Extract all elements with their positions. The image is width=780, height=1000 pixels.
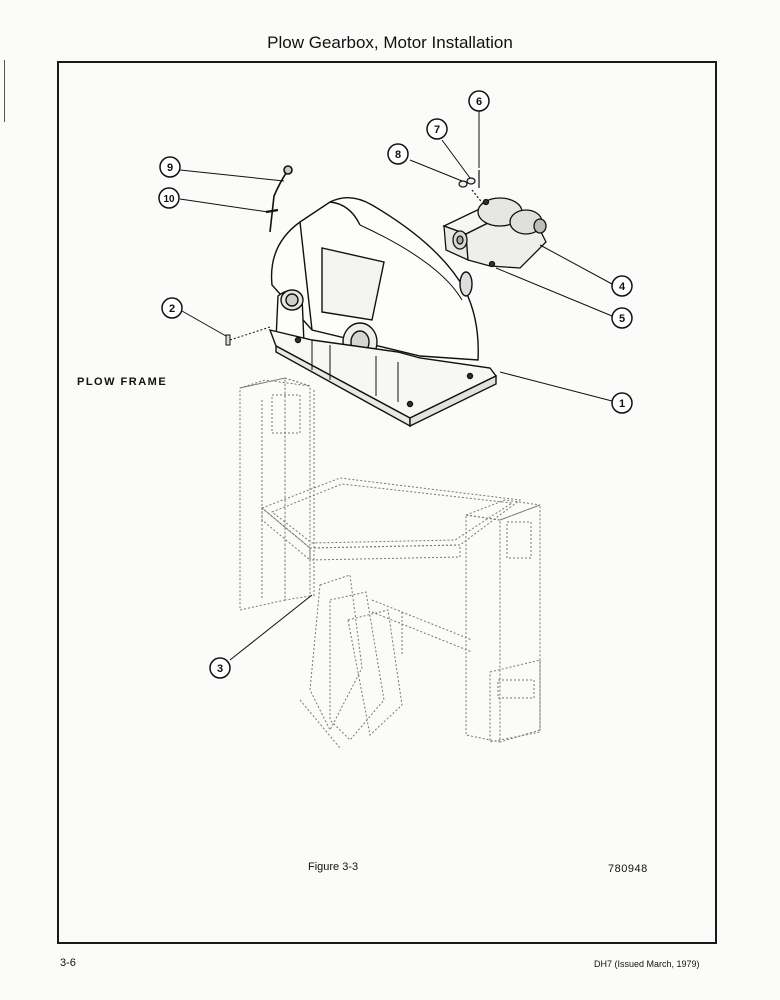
bolt-washer-stack (458, 170, 485, 206)
document-reference: DH7 (Issued March, 1979) (594, 959, 700, 969)
gearbox-housing (268, 197, 498, 428)
small-bolt (225, 326, 271, 346)
vent-tube (265, 165, 293, 233)
svg-text:7: 7 (434, 124, 440, 136)
hydraulic-motor (442, 197, 547, 269)
callout-2: 2 (161, 297, 183, 319)
callout-3: 3 (209, 657, 231, 679)
callout-5: 5 (611, 307, 633, 329)
plow-frame-label: PLOW FRAME (77, 376, 168, 388)
svg-text:6: 6 (476, 96, 482, 108)
svg-text:1: 1 (619, 398, 625, 410)
callout-6: 6 (468, 90, 490, 112)
svg-text:10: 10 (163, 194, 175, 205)
svg-text:2: 2 (169, 303, 175, 315)
svg-text:3: 3 (217, 663, 223, 675)
svg-text:4: 4 (619, 281, 626, 293)
figure-caption: Figure 3-3 (308, 861, 359, 873)
margin-mark (4, 60, 5, 122)
callout-7: 7 (426, 118, 448, 140)
svg-text:8: 8 (395, 149, 401, 161)
figure-frame (57, 61, 717, 944)
callout-4: 4 (611, 275, 633, 297)
leader-lines (179, 110, 613, 661)
callout-9: 9 (159, 156, 181, 178)
callout-8: 8 (387, 143, 409, 165)
callout-10: 10 (158, 187, 180, 209)
drawing-number: 780948 (608, 863, 648, 875)
callout-1: 1 (611, 392, 633, 414)
svg-text:5: 5 (619, 313, 625, 325)
svg-text:9: 9 (167, 162, 173, 174)
page-title: Plow Gearbox, Motor Installation (267, 33, 513, 52)
page-number: 3-6 (60, 957, 76, 969)
plow-frame-outline (239, 377, 541, 749)
